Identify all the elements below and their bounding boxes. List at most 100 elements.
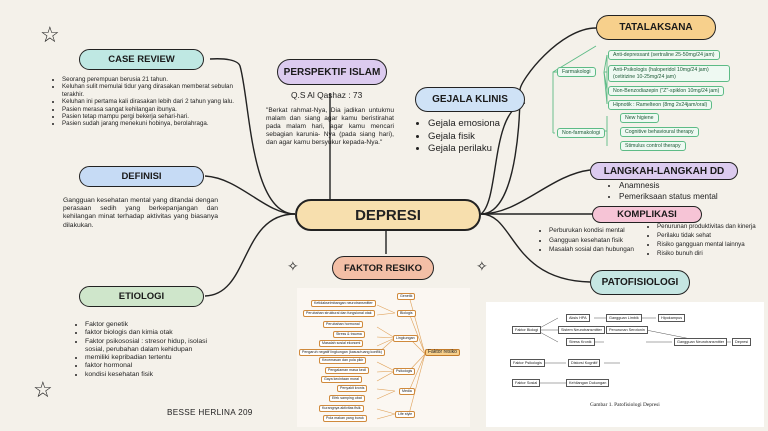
list-item: Pasien tetap mampu pergi bekerja sehari-…	[62, 113, 234, 120]
list-item: Gejala emosiona	[428, 118, 500, 131]
list-item: Pemeriksaan status mental	[619, 191, 718, 202]
faktor-resiko-main: Faktor resiko	[425, 349, 460, 356]
etiologi-title: ETIOLOGI	[118, 291, 165, 302]
etiologi-list: Faktor genetik faktor biologis dan kimia…	[75, 321, 220, 379]
patofisiologi-caption: Gambar 1. Patofisiologi Depresi	[590, 402, 660, 408]
pat-factor: Faktor Biologi	[512, 326, 542, 334]
fr-group: Biologis	[397, 310, 416, 317]
list-item: Seorang perempuan berusia 21 tahun.	[62, 76, 234, 83]
star-icon: ☆	[40, 22, 60, 47]
list-item: Gejala perilaku	[428, 143, 500, 156]
fr-leaf: Pengalaman masa kecil	[325, 367, 370, 374]
tatalaksana-title: TATALAKSANA	[619, 22, 693, 33]
list-item: Penurunan produktivitas dan kinerja	[657, 222, 756, 231]
definisi-text: Gangguan kesehatan mental yang ditandai …	[63, 197, 218, 229]
pat-node: Gangguan Neurotransmitter	[674, 338, 728, 346]
fr-leaf: Pengaruh negatif lingkungan (kasus/ruang…	[299, 349, 385, 356]
pat-node: Stress Kronik	[566, 338, 595, 346]
list-item: Gejala fisik	[428, 131, 500, 144]
diamond-sparkle-icon: ✧	[287, 258, 299, 274]
perspektif-text: "Berkat rahmat-Nya, Dia jadikan untukmu …	[266, 107, 394, 147]
komplikasi-title: KOMPLIKASI	[617, 209, 677, 220]
non-farmakologi-item: New higiene	[620, 113, 659, 123]
definisi-title: DEFINISI	[121, 171, 162, 182]
perspektif-islam-node[interactable]: PERSPEKTIF ISLAM	[277, 59, 387, 85]
list-item: Risiko bunuh diri	[657, 249, 756, 258]
faktor-resiko-node[interactable]: FAKTOR RESIKO	[332, 256, 434, 280]
list-item: Masalah sosial dan hubungan	[549, 245, 634, 255]
gejala-title: GEJALA KLINIS	[432, 94, 508, 105]
diamond-sparkle-icon: ✧	[476, 258, 488, 274]
farmakologi-item: Anti-Psikologis (haloperidol 10mg/24 jam…	[608, 65, 730, 82]
pat-node: Distorsi Kognitif	[568, 359, 601, 367]
fr-group: Psikologis	[393, 368, 416, 375]
fr-leaf: Kurangnya aktivitas fisik	[319, 405, 364, 412]
non-farmakologi-node: Non-farmakologi	[557, 128, 606, 138]
definisi-node[interactable]: DEFINISI	[79, 166, 204, 187]
list-item: Pasien sudah jarang menekuni hobinya, be…	[62, 120, 234, 127]
farmakologi-node: Farmakologi	[557, 67, 596, 77]
fr-leaf: Masalah sosial ekonomi	[319, 340, 364, 347]
pat-factor: Faktor Psikologis	[510, 359, 545, 367]
tatalaksana-node[interactable]: TATALAKSANA	[596, 15, 716, 40]
komplikasi-list-right: Penurunan produktivitas dan kinerja Peri…	[648, 222, 756, 258]
list-item: Perburukan kondisi mental	[549, 226, 634, 236]
farmakologi-item: Hipnotik : Ramelteon (8mg 2x24jam/oral)	[608, 100, 713, 110]
patofisiologi-node[interactable]: PATOFISIOLOGI	[590, 270, 690, 295]
list-item: Gangguan kesehatan fisik	[549, 236, 634, 246]
fr-leaf: Perubahan struktural dan fungsional otak	[303, 310, 375, 317]
pat-factor: Faktor Sosial	[512, 379, 541, 387]
list-item: Faktor psikososial : stresor hidup, isol…	[85, 338, 220, 355]
list-item: faktor hormonal	[85, 362, 220, 370]
patofisiologi-diagram: Faktor Biologi Faktor Psikologis Faktor …	[486, 302, 764, 427]
perspektif-ref: Q.S Al Qashaz : 73	[291, 90, 363, 100]
non-farmakologi-item: Stimulus control therapy	[620, 141, 686, 151]
list-item: Anamnesis	[619, 180, 718, 191]
faktor-resiko-diagram: Faktor resiko Genetik Biologis Lingkunga…	[297, 288, 470, 427]
patofisiologi-title: PATOFISIOLOGI	[601, 277, 679, 288]
pat-node: Hipokampus	[658, 314, 686, 322]
farmakologi-item-text: Anti-Psikologis (haloperidol 10mg/24 jam…	[613, 67, 709, 80]
pat-node: Aksis HPA	[566, 314, 590, 322]
farmakologi-item: Non-Benzodiazepin ("Z"-spiklon 10mg/24 j…	[608, 86, 725, 96]
list-item: Pasien merasa sangat kehilangan ibunya.	[62, 106, 234, 113]
fr-leaf: Kecemasan dan pola pikir	[319, 357, 367, 364]
faktor-resiko-title: FAKTOR RESIKO	[344, 262, 422, 274]
list-item: kondisi kesehatan fisik	[85, 371, 220, 379]
pat-node: Kehilangan Dukungan	[566, 379, 610, 387]
perspektif-title: PERSPEKTIF ISLAM	[283, 66, 381, 78]
fr-leaf: Gaya kecintaan moral	[321, 376, 362, 383]
langkah-dd-node[interactable]: LANGKAH-LANGKAH DD	[590, 162, 738, 180]
author-label: BESSE HERLINA 209	[167, 408, 253, 417]
gejala-klinis-node[interactable]: GEJALA KLINIS	[415, 87, 525, 112]
list-item: Keluhan sulit memulai tidur yang dirasak…	[62, 83, 234, 98]
fr-group: Media	[399, 388, 415, 395]
pat-node: Gangguan Limbik	[606, 314, 642, 322]
list-item: Perilaku tidak sehat	[657, 231, 756, 240]
fr-leaf: Pola makan yang buruk	[323, 415, 367, 422]
fr-group: Life style	[395, 411, 416, 418]
langkah-title: LANGKAH-LANGKAH DD	[603, 165, 725, 177]
star-icon: ☆	[33, 377, 53, 402]
komplikasi-list-left: Perburukan kondisi mental Gangguan keseh…	[540, 226, 634, 255]
fr-leaf: Stress & trauma	[333, 331, 365, 338]
pat-node: Sistem Neurotransmitter	[558, 326, 605, 334]
case-review-title: CASE REVIEW	[108, 54, 175, 65]
list-item: Keluhan ini pertama kali dirasakan lebih…	[62, 98, 234, 105]
case-review-list: Seorang perempuan berusia 21 tahun. Kelu…	[52, 76, 234, 128]
center-node-depresi[interactable]: DEPRESI	[295, 199, 481, 231]
langkah-list: Anamnesis Pemeriksaan status mental	[608, 180, 718, 202]
list-item: Risiko gangguan mental lainnya	[657, 240, 756, 249]
fr-leaf: Penyakit kronis	[337, 385, 368, 392]
fr-group: Genetik	[397, 293, 416, 300]
pat-node: Penurunan Serotonin	[606, 326, 648, 334]
case-review-node[interactable]: CASE REVIEW	[79, 49, 204, 70]
list-item: memiliki kepribadian tertentu	[85, 354, 220, 362]
komplikasi-node[interactable]: KOMPLIKASI	[592, 206, 702, 223]
fr-group: Lingkungan	[393, 335, 418, 342]
list-item: Faktor genetik	[85, 321, 220, 329]
non-farmakologi-item: Cognitive behavioural therapy	[620, 127, 699, 137]
farmakologi-item: Anti-depressant (sertraline 25-50mg/24 j…	[608, 50, 720, 60]
etiologi-node[interactable]: ETIOLOGI	[79, 286, 204, 307]
fr-leaf: Perubahan hormonal	[323, 321, 363, 328]
